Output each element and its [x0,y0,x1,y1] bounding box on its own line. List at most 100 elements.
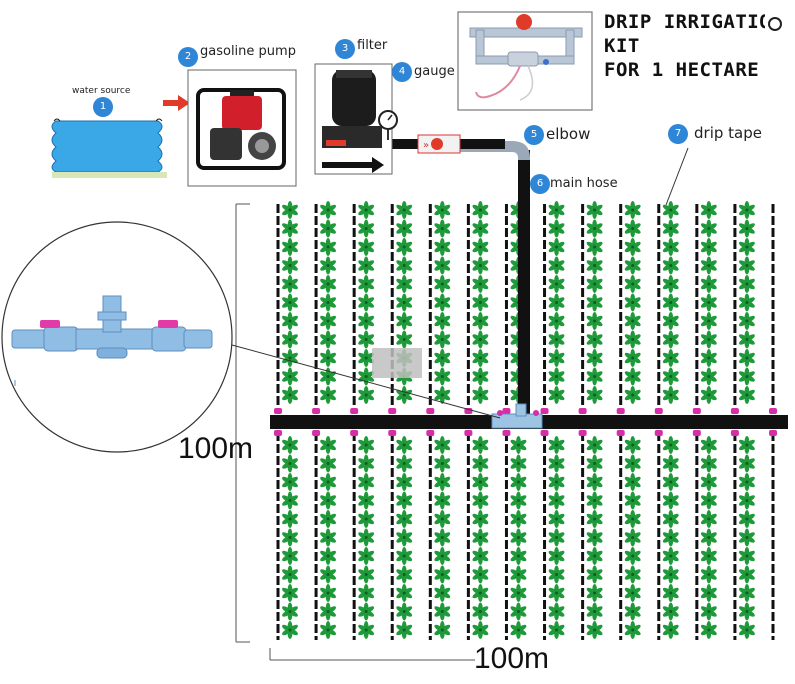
plant-icon [624,565,641,584]
plant-icon [434,275,451,293]
plant-icon [510,547,527,565]
tape-connector [464,430,473,436]
plant-icon [320,510,337,528]
drip-tape-leader-line [665,147,689,206]
plant-icon [700,510,717,528]
plant-icon [358,510,375,528]
plant-icon [282,473,298,491]
plant-icon [624,275,641,293]
plant-icon [434,293,451,312]
plant-icon [434,238,451,256]
plant-icon [738,547,755,565]
plant-icon [624,256,641,275]
plant-icon [320,386,337,404]
plant-icon [624,621,641,639]
plant-icon [434,201,451,219]
plant-icon [358,528,375,547]
tape-connector [578,408,587,414]
plant-icon [548,312,565,330]
plant-icon [434,219,451,238]
plant-icon [662,547,679,565]
tee-detail-magnifier [1,221,233,453]
plant-icon [548,454,565,473]
plant-icon [738,473,755,491]
plant-icon [434,256,451,275]
plant-icon [586,293,603,312]
plant-icon [586,565,603,584]
plant-icon [624,312,641,330]
plant-icon [700,565,717,584]
plant-icon [282,275,298,293]
plant-icon [586,219,603,238]
corner-mark [765,14,787,34]
plant-icon [434,436,451,454]
title-line-2: FOR 1 HECTARE [604,59,760,81]
tape-connector [274,408,282,414]
plant-icon [358,256,375,275]
valve-knob-icon [431,138,443,150]
plant-icon [282,293,298,312]
plant-icon [738,621,755,639]
plant-icon [396,330,413,349]
tape-connector [692,430,701,436]
plant-icon [396,436,413,454]
plant-icon [434,473,451,491]
plant-icon [472,219,489,238]
plant-icon [472,491,489,510]
plant-icon [434,528,451,547]
plant-icon [624,584,641,602]
badge-gauge: 4 [392,62,412,82]
plant-icon [358,473,375,491]
plant-icon [624,454,641,473]
plant-icon [434,454,451,473]
plant-icon [662,454,679,473]
tape-connector [730,430,739,436]
plant-icon [700,473,717,491]
plant-icon [738,510,755,528]
plant-icon [548,349,565,367]
plant-icon [358,275,375,293]
plant-icon [586,201,603,219]
plant-icon [320,367,337,386]
plant-icon [396,621,413,639]
plant-icon [358,436,375,454]
plant-icon [320,584,337,602]
tape-connector [388,430,397,436]
plant-icon [434,386,451,404]
plant-icon [700,275,717,293]
title-line-1: DRIP IRRIGATION KIT [604,11,784,57]
tape-connector [616,430,625,436]
plant-icon [700,349,717,367]
plant-icon [624,491,641,510]
left-valve-handle-icon [40,320,60,328]
tape-connector [350,430,359,436]
plant-icon [624,528,641,547]
height-dimension-label: 100m [178,432,254,465]
plant-icon [548,275,565,293]
plant-icon [738,602,755,621]
plant-icon [548,491,565,510]
plant-icon [738,454,755,473]
plant-icon [624,349,641,367]
plant-icon [662,602,679,621]
plant-icon [624,473,641,491]
plant-grid [282,201,755,639]
plant-icon [320,312,337,330]
plant-icon [472,238,489,256]
plant-icon [472,510,489,528]
plant-icon [662,293,679,312]
plant-icon [396,510,413,528]
plant-icon [472,454,489,473]
plant-icon [586,386,603,404]
plant-icon [358,602,375,621]
plant-icon [396,238,413,256]
tape-connector [769,430,777,436]
plant-icon [738,275,755,293]
main-hose [518,150,530,418]
tape-connector [540,430,549,436]
plant-icon [700,602,717,621]
plant-icon [738,349,755,367]
plant-icon [738,201,755,219]
plant-icon [738,565,755,584]
